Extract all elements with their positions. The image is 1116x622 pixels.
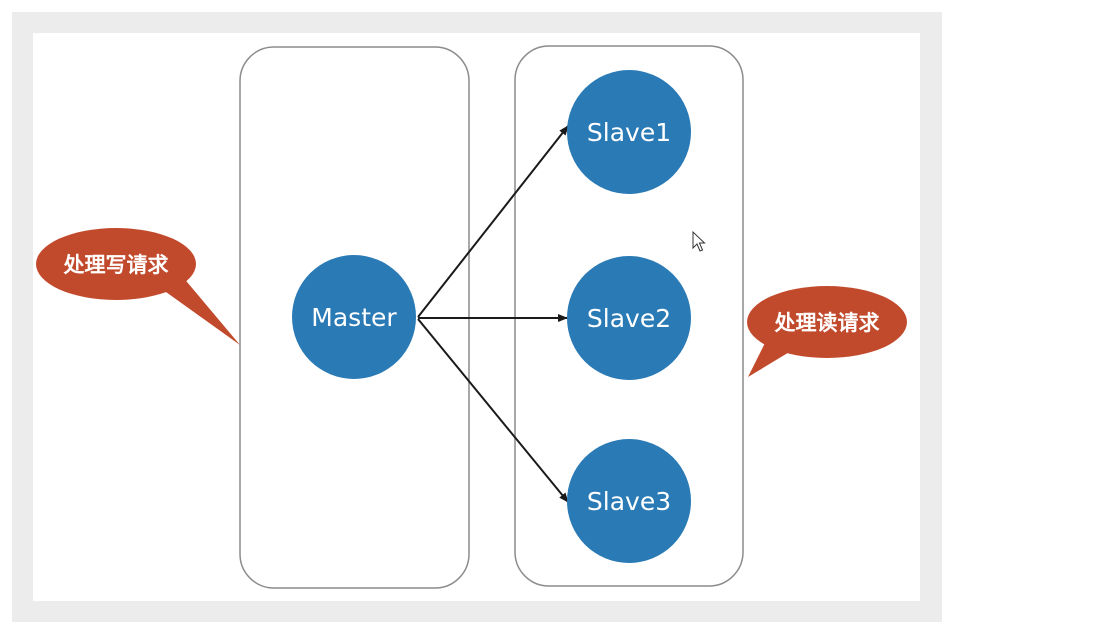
arrow-master-slave1 [417,125,569,318]
slave-node-label: Slave2 [587,304,671,333]
read-callout-label: 处理读请求 [774,311,880,335]
slave-container [514,45,744,587]
mouse-pointer-icon [692,230,706,252]
write-request-callout: 处理写请求 [36,228,240,345]
slave-node-2: Slave2 [567,256,691,380]
read-request-callout: 处理读请求 [747,286,907,377]
master-node: Master [292,255,416,379]
write-callout-label: 处理写请求 [63,253,169,277]
master-node-label: Master [311,303,397,332]
arrow-master-slave3 [417,318,569,503]
slave-node-label: Slave1 [587,118,671,147]
slave-node-1: Slave1 [567,70,691,194]
slave-node-label: Slave3 [587,487,671,516]
write-callout-tail [152,276,240,345]
slave-node-3: Slave3 [567,439,691,563]
